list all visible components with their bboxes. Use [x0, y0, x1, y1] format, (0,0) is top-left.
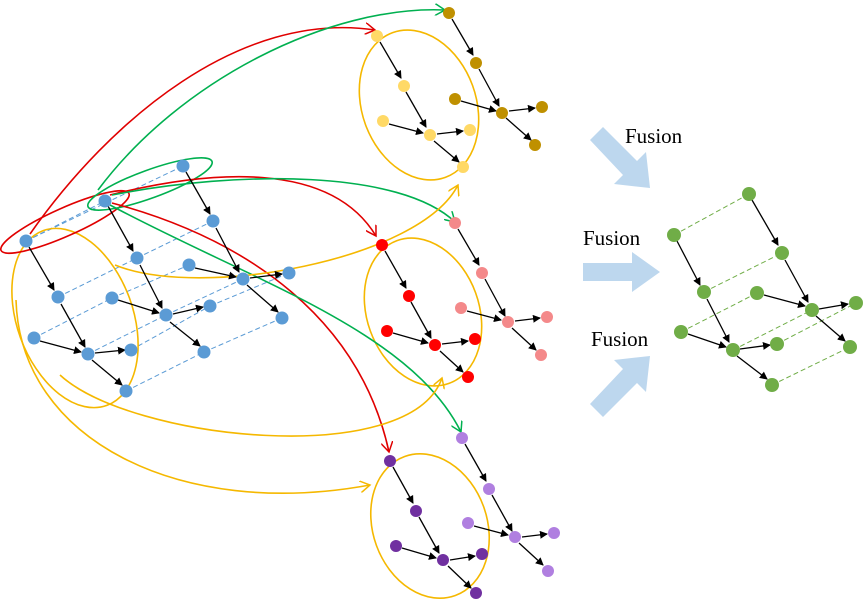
blue-nodes	[19, 159, 296, 398]
fusion-label-top: Fusion	[625, 124, 683, 148]
graph-edges	[28, 18, 849, 589]
yellow-mapping-curves	[15, 185, 458, 494]
gold-nodes	[443, 7, 548, 151]
fusion-label-middle: Fusion	[583, 226, 641, 250]
yellow-nodes	[371, 30, 476, 173]
light-purple-nodes	[456, 432, 560, 577]
green-node-ellipse	[86, 157, 214, 211]
dark-purple-nodes	[384, 455, 488, 599]
green-mapping-curves	[97, 10, 461, 432]
red-mapping-curves	[29, 28, 389, 452]
red-nodes	[376, 239, 481, 383]
blue-dashed-links	[25, 165, 290, 392]
pink-nodes	[449, 217, 553, 361]
green-dashed-links	[673, 193, 857, 386]
red-node-ellipse	[0, 189, 131, 255]
fusion-label-bottom: Fusion	[591, 327, 649, 351]
yellow-group-ellipses	[11, 29, 491, 600]
green-fused-nodes	[667, 187, 863, 392]
fusion-arrow-icon	[583, 127, 660, 417]
